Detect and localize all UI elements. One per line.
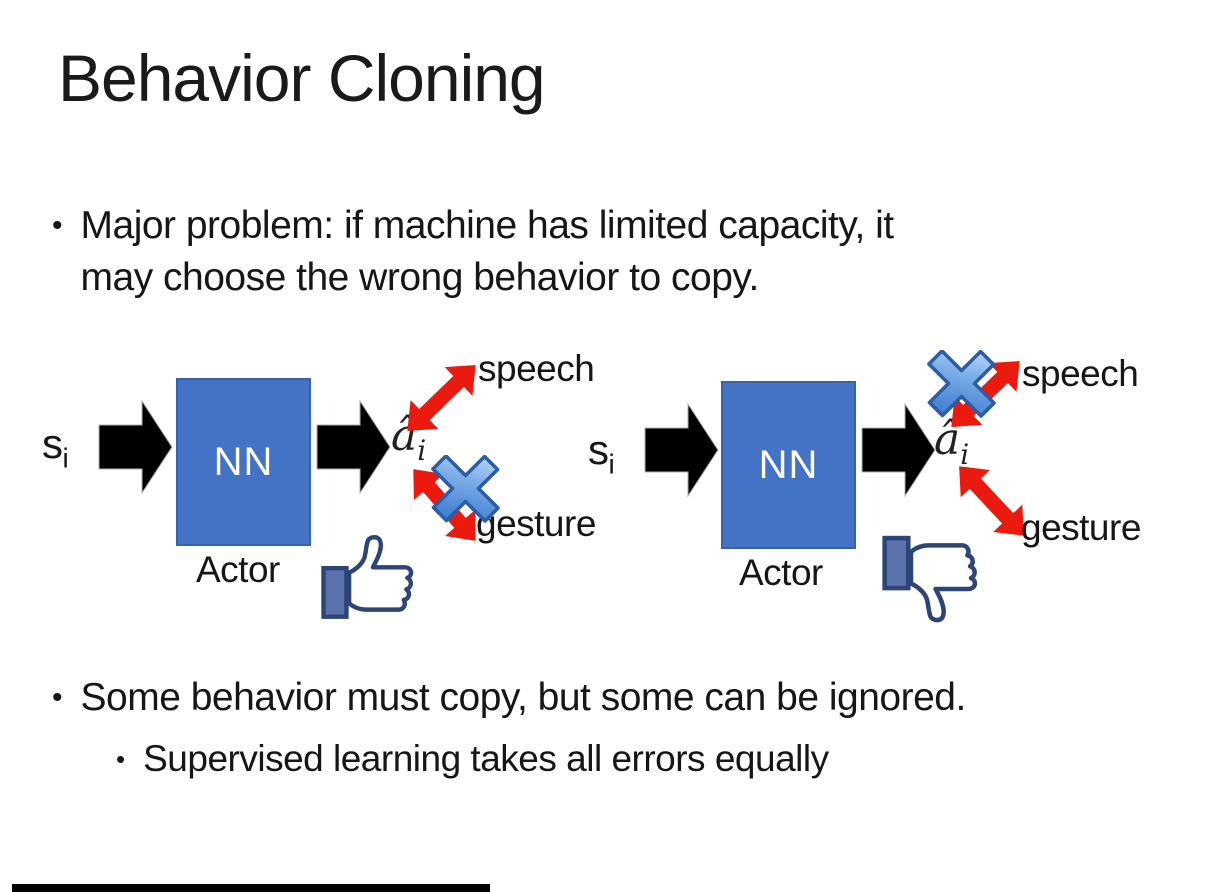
right-input-state-label: si (588, 426, 615, 480)
bullet-supervised-learning: • Supervised learning takes all errors e… (116, 734, 1176, 784)
bullet-major-problem: • Major problem: if machine has limited … (52, 200, 1152, 304)
bullet-icon: • (52, 209, 63, 242)
left-actor-label: Actor (196, 549, 280, 590)
right-output-arrow-icon (861, 402, 937, 503)
bullet-major-problem-text: Major problem: if machine has limited ca… (80, 200, 895, 304)
right-input-arrow-icon (644, 402, 720, 503)
bullet-icon: • (52, 681, 63, 714)
right-nn-label: NN (758, 442, 819, 487)
left-speech-arrow-icon (393, 350, 491, 446)
right-actor-label: Actor (739, 552, 823, 593)
left-input-arrow-icon (98, 399, 174, 500)
bullet-line-1: Major problem: if machine has limited ca… (80, 204, 895, 247)
bullet-line-2: may choose the wrong behavior to copy. (80, 256, 760, 299)
right-nn-box: NN (721, 381, 856, 549)
right-speech-label: speech (1022, 353, 1139, 394)
left-cross-icon (429, 454, 501, 528)
right-gesture-label: gesture (1021, 507, 1141, 548)
left-nn-box: NN (176, 378, 311, 546)
bullet-supervised-learning-text: Supervised learning takes all errors equ… (143, 738, 829, 779)
bullet-icon: • (116, 744, 126, 774)
left-input-state-label: si (42, 420, 69, 474)
bottom-bar (12, 884, 490, 892)
right-cross-icon (925, 349, 997, 423)
bullet-some-behavior-text: Some behavior must copy, but some can be… (80, 676, 967, 719)
thumbs-up-icon (320, 531, 417, 628)
thumbs-down-icon (881, 533, 981, 630)
right-gesture-arrow-icon (944, 452, 1040, 550)
left-speech-label: speech (478, 348, 595, 389)
bullet-some-behavior: • Some behavior must copy, but some can … (52, 672, 1192, 724)
left-nn-label: NN (213, 439, 274, 484)
slide-title: Behavior Cloning (58, 41, 546, 115)
left-output-arrow-icon (316, 399, 392, 500)
